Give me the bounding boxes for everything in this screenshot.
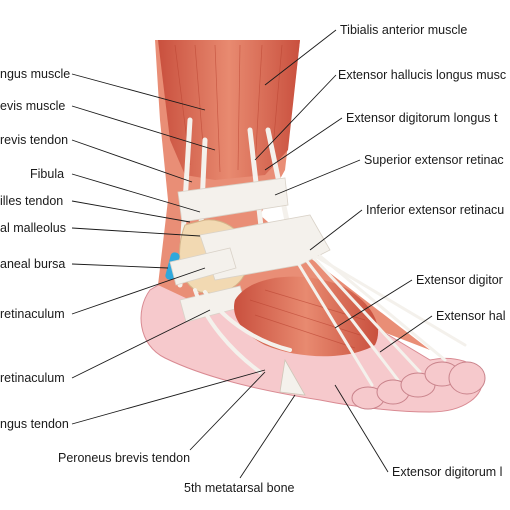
label-left-1: ngus muscle — [0, 67, 70, 81]
label-left-9: retinaculum — [0, 371, 65, 385]
toe-tendons — [288, 248, 467, 387]
label-left-10: ngus tendon — [0, 417, 69, 431]
left-labels: ngus muscle evis muscle revis tendon Fib… — [0, 67, 70, 431]
leader-right-6 — [334, 279, 413, 329]
label-right-1: Tibialis anterior muscle — [340, 23, 467, 37]
label-right-8: Extensor digitorum l — [392, 465, 502, 479]
label-left-8: retinaculum — [0, 307, 65, 321]
leader-right-5 — [309, 209, 363, 251]
leader-left-2 — [71, 105, 216, 151]
toe-1 — [448, 361, 486, 395]
label-left-4: Fibula — [30, 167, 64, 181]
leader-right-7 — [379, 315, 433, 353]
label-bottom-2: 5th metatarsal bone — [184, 481, 295, 495]
leader-lines — [71, 29, 433, 479]
superior-extensor-retinaculum — [177, 177, 289, 223]
toes — [351, 361, 486, 410]
label-left-5: illes tendon — [0, 194, 63, 208]
label-right-2: Extensor hallucis longus musc — [338, 68, 506, 82]
leader-left-5 — [71, 200, 191, 223]
leader-left-10 — [71, 369, 266, 425]
label-left-6: al malleolus — [0, 221, 66, 235]
right-labels: Tibialis anterior muscle Extensor halluc… — [338, 23, 506, 479]
leader-right-4 — [274, 159, 361, 196]
label-right-7: Extensor hal — [436, 309, 505, 323]
label-right-6: Extensor digitor — [416, 273, 503, 287]
label-right-3: Extensor digitorum longus t — [346, 111, 498, 125]
label-bottom-1: Peroneus brevis tendon — [58, 451, 190, 465]
leader-left-6 — [71, 227, 201, 237]
leader-left-7 — [71, 263, 169, 269]
peroneal-retinaculum-1 — [169, 247, 237, 286]
label-left-3: revis tendon — [0, 133, 68, 147]
bottom-labels: Peroneus brevis tendon 5th metatarsal bo… — [58, 451, 295, 495]
label-left-2: evis muscle — [0, 99, 65, 113]
leader-left-1 — [71, 73, 206, 111]
leader-bottom-2 — [239, 394, 296, 479]
leader-right-8 — [334, 384, 389, 473]
leader-left-3 — [71, 139, 193, 183]
fifth-metatarsal — [279, 358, 306, 396]
foot-illustration — [140, 40, 486, 413]
leader-left-8 — [71, 267, 206, 315]
leader-left-4 — [71, 173, 201, 213]
leader-bottom-1 — [189, 371, 266, 451]
label-right-4: Superior extensor retinac — [364, 153, 504, 167]
leader-right-1 — [264, 29, 337, 86]
label-right-5: Inferior extensor retinacu — [366, 203, 504, 217]
peroneus-tendons — [193, 288, 292, 374]
label-left-7: aneal bursa — [0, 257, 65, 271]
leader-right-3 — [264, 117, 343, 171]
leader-right-2 — [254, 74, 337, 161]
lower-leg-muscles — [158, 40, 300, 180]
leader-left-9 — [71, 309, 211, 379]
